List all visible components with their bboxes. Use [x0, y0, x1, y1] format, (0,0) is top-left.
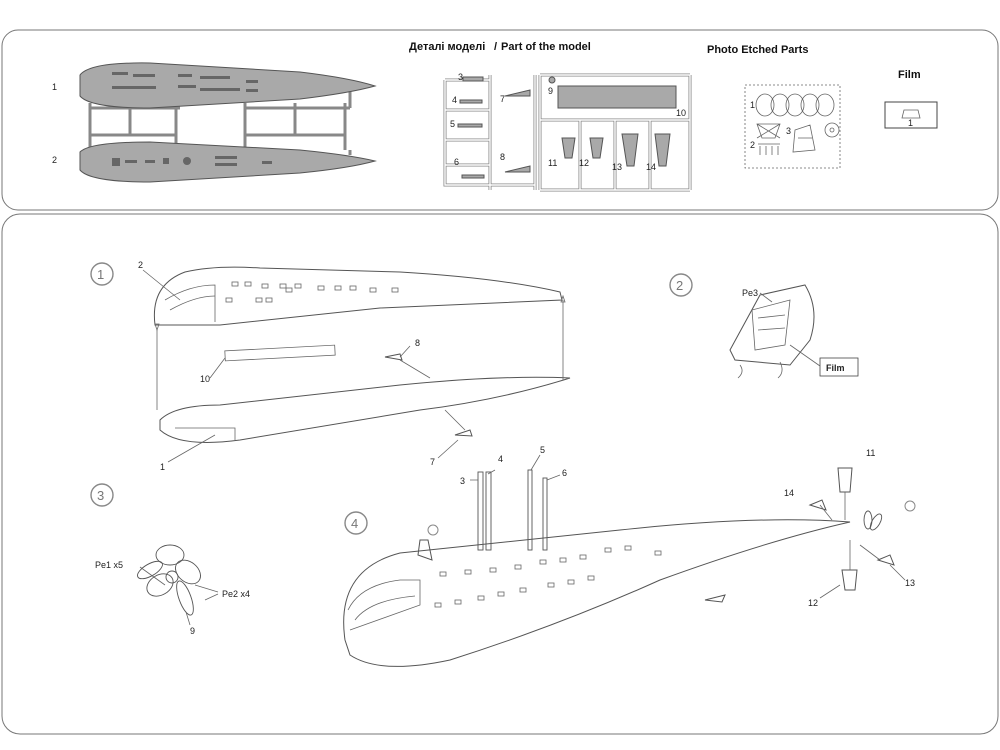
hull-sprue-label: 1: [52, 82, 57, 92]
step4-callout: 5: [540, 445, 545, 455]
step4-propeller: [863, 510, 883, 531]
step4-callout: 3: [460, 476, 465, 486]
step2-callout: Pe3: [742, 288, 758, 298]
step4-callout: 6: [562, 468, 567, 478]
step-1: 1 2 8 10 1 7: [90, 260, 571, 472]
part-13: [621, 133, 639, 167]
step3-callout: Pe2 x4: [222, 589, 250, 599]
sprue-part-label: 11: [548, 158, 557, 168]
sprue-part-label: 3: [458, 72, 463, 82]
sprue-part-label: 7: [500, 94, 505, 104]
hull-sprue-label: 2: [52, 155, 57, 165]
step4-callout: 13: [905, 578, 915, 588]
step1-part-8: [384, 353, 403, 361]
model-title-separator: /: [494, 41, 497, 53]
step4-part-11: [837, 467, 853, 493]
film-title: Film: [898, 69, 921, 81]
small-parts-sprue: 3 4 5 6 7 8 9 10 11 12 13 14: [443, 72, 692, 192]
film-part: 1: [884, 101, 938, 129]
part-4: [459, 99, 483, 104]
pe-title: Photo Etched Parts: [707, 44, 808, 56]
sprue-part-label: 6: [454, 157, 459, 167]
sprue-part-label: 10: [676, 108, 686, 118]
sprue-part-label: 12: [579, 158, 589, 168]
part-8: [504, 165, 531, 173]
step1-upper-hull: [153, 266, 563, 326]
step1-callout: 8: [415, 338, 420, 348]
part-6: [461, 174, 485, 179]
step4-hull: [343, 519, 851, 667]
step4-part-14: [808, 499, 827, 511]
hull-part-2: [79, 141, 377, 183]
sprue-part-label: 4: [452, 95, 457, 105]
step4-callout: 14: [784, 488, 794, 498]
step4-callout: 11: [866, 448, 875, 458]
step3-callout: Pe1 x5: [95, 560, 123, 570]
part-12: [589, 137, 604, 159]
sprue-part-label: 13: [612, 162, 622, 172]
pe-label: 3: [786, 126, 791, 136]
model-title-ua: Деталі моделі: [409, 41, 485, 53]
step4-part-12: [841, 569, 858, 591]
sprue-part-label: 14: [646, 162, 656, 172]
pe-label: 1: [750, 100, 755, 110]
model-title-en: Part of the model: [501, 41, 591, 53]
part-5: [457, 123, 483, 128]
step-2: 2 Pe3 Film: [669, 273, 859, 379]
step1-part-7: [454, 429, 473, 437]
step-number: 4: [351, 516, 358, 531]
step1-callout: 1: [160, 462, 165, 472]
step1-callout: 2: [138, 260, 143, 270]
hull-1-windows: [112, 72, 258, 92]
part-11: [561, 137, 576, 159]
step3-callout: 9: [190, 626, 195, 636]
step1-part-10: [224, 344, 336, 362]
step-4: 4: [343, 445, 916, 667]
step-3: 3 Pe1 x5 Pe2 x4 9: [90, 483, 250, 636]
pe-label: 2: [750, 140, 755, 150]
step4-part-13: [876, 554, 895, 566]
step2-sail: [729, 284, 815, 366]
pe-fret: 1 2 3: [744, 84, 841, 169]
part-3: [462, 76, 484, 82]
part-14: [654, 133, 671, 167]
step1-callout: 7: [430, 457, 435, 467]
part-7: [504, 89, 531, 97]
step4-callout: 4: [498, 454, 503, 464]
step-number: 2: [676, 278, 683, 293]
sprue-part-label: 8: [500, 152, 505, 162]
part-10: [557, 85, 677, 109]
propeller: [137, 544, 201, 616]
step-number: 3: [97, 488, 104, 503]
sprue-part-label: 5: [450, 119, 455, 129]
part-9: [548, 76, 556, 84]
step4-callout: 12: [808, 598, 818, 608]
sprue-part-label: 9: [548, 86, 553, 96]
step1-lower-hull: [159, 376, 571, 443]
hull-2-windows: [112, 156, 272, 166]
film-part-label: 1: [908, 118, 913, 128]
step2-callout: Film: [826, 363, 845, 373]
step1-callout: 10: [200, 374, 210, 384]
step-number: 1: [97, 267, 104, 282]
